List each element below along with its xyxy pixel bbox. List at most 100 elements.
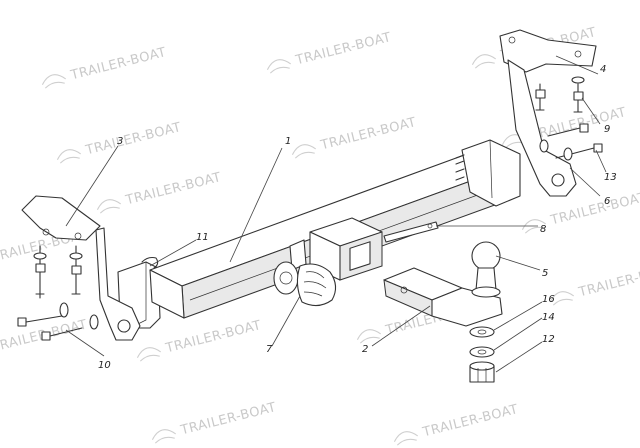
tow-ball: [471, 241, 501, 298]
callout-7: 7: [266, 344, 273, 355]
receiver-pin-hole: [427, 223, 433, 229]
watermark-2: TRAILER-BOAT: [266, 30, 393, 74]
watermark-text: TRAILER-BOAT: [293, 30, 393, 68]
callout-12: 12: [542, 334, 555, 345]
tow-ball-flange: [471, 286, 501, 298]
leader-16: [493, 301, 543, 331]
flat-washer-hole: [477, 349, 487, 355]
watermark-14: TRAILER-BOAT: [393, 402, 520, 446]
spring-washer-hole: [477, 329, 487, 335]
watermark-text: TRAILER-BOAT: [178, 400, 278, 438]
left-spacer-2: [89, 314, 99, 330]
watermark-12: TRAILER-BOAT: [549, 262, 640, 306]
left-bracket-hole-top-1: [42, 228, 50, 236]
callout-10: 10: [98, 360, 111, 371]
leader-12: [495, 341, 543, 373]
right-horizontal-bolt-1-head: [579, 123, 589, 133]
watermark-text: TRAILER-BOAT: [68, 45, 168, 83]
callout-8: 8: [540, 224, 546, 235]
right-bracket-top-hole-1: [508, 36, 516, 44]
right-horizontal-bolt-2: [555, 147, 595, 159]
watermark-7: TRAILER-BOAT: [96, 170, 223, 214]
watermark-10: TRAILER-BOAT: [136, 318, 263, 362]
receiver-opening: [349, 241, 371, 271]
leader-5: [495, 255, 541, 271]
right-horizontal-bolt-2-head: [593, 143, 603, 153]
left-bracket-arm: [95, 227, 141, 341]
right-spacer-2: [563, 147, 573, 161]
boat-logo-icon: [56, 149, 82, 164]
boat-logo-icon: [96, 199, 122, 214]
right-spacer-1: [539, 139, 549, 153]
callout-11: 11: [196, 232, 209, 243]
boat-logo-icon: [471, 54, 497, 69]
boat-logo-icon: [393, 431, 419, 446]
boat-logo-icon: [291, 144, 317, 159]
ball-nut-top: [469, 361, 495, 371]
watermark-1: TRAILER-BOAT: [41, 45, 168, 89]
right-bracket-arm: [507, 59, 577, 197]
callout-6: 6: [604, 196, 610, 207]
ball-mount-pin-hole: [400, 286, 408, 294]
callout-13: 13: [604, 172, 617, 183]
right-end-plate-edge: [489, 139, 493, 199]
crossbar-left-face: [149, 269, 185, 319]
callouts: 1 2 3 4 5 6 7 8 9 10 11 12 13 14 16: [98, 64, 617, 371]
boat-logo-icon: [356, 329, 382, 344]
right-nut-2: [573, 91, 584, 101]
right-side-bracket: [499, 29, 603, 197]
watermark-text: TRAILER-BOAT: [163, 318, 263, 356]
main-crossbar: [117, 139, 521, 329]
leader-6: [569, 167, 601, 197]
callout-4: 4: [600, 64, 606, 75]
callout-16: 16: [542, 294, 555, 305]
flat-washer: [469, 346, 495, 358]
leader-1: [229, 147, 283, 263]
socket-flange: [273, 261, 299, 295]
leader-13: [595, 149, 607, 173]
watermark-text: TRAILER-BOAT: [420, 402, 520, 440]
right-nut-1: [535, 89, 546, 99]
boat-logo-icon: [41, 74, 67, 89]
boat-logo-icon: [521, 219, 547, 234]
watermark-5: TRAILER-BOAT: [291, 115, 418, 159]
callout-3: 3: [117, 136, 123, 147]
socket-flange-inner: [279, 271, 293, 285]
left-side-bracket: [17, 195, 141, 341]
left-bracket-hole-top-2: [74, 232, 82, 240]
left-lower-bolt: [49, 327, 83, 337]
watermark-text: TRAILER-BOAT: [318, 115, 418, 153]
leader-11: [149, 239, 197, 267]
leader-2: [371, 305, 431, 347]
leader-14: [493, 317, 543, 351]
ball-nut-facets: [477, 368, 487, 382]
tow-ball-sphere: [471, 241, 501, 271]
leader-7: [271, 295, 301, 347]
leader-3: [65, 145, 119, 227]
boat-logo-icon: [136, 347, 162, 362]
receiver-pin-body: [383, 221, 439, 243]
ball-fasteners: [469, 326, 495, 383]
right-washer-1: [571, 76, 585, 84]
left-nut-1: [35, 263, 46, 273]
leader-lines: [65, 55, 607, 373]
boat-logo-icon: [549, 291, 575, 306]
socket-cap-ribs: [303, 271, 327, 297]
socket-body: [296, 263, 337, 307]
watermark-13: TRAILER-BOAT: [151, 400, 278, 444]
left-bracket-top-plate: [21, 195, 101, 241]
watermark-text: TRAILER-BOAT: [123, 170, 223, 208]
receiver-pin: [383, 221, 439, 243]
left-lower-bolt-head: [41, 331, 51, 341]
left-horizontal-bolt-head: [17, 317, 27, 327]
leader-10: [65, 329, 105, 357]
watermark-text: TRAILER-BOAT: [576, 262, 640, 300]
spring-washer: [469, 326, 495, 338]
right-bracket-hole: [551, 173, 565, 187]
leader-4: [555, 55, 599, 75]
callout-1: 1: [285, 136, 291, 147]
boat-logo-icon: [151, 429, 177, 444]
retaining-clip: [141, 256, 159, 269]
boat-logo-icon: [266, 59, 292, 74]
